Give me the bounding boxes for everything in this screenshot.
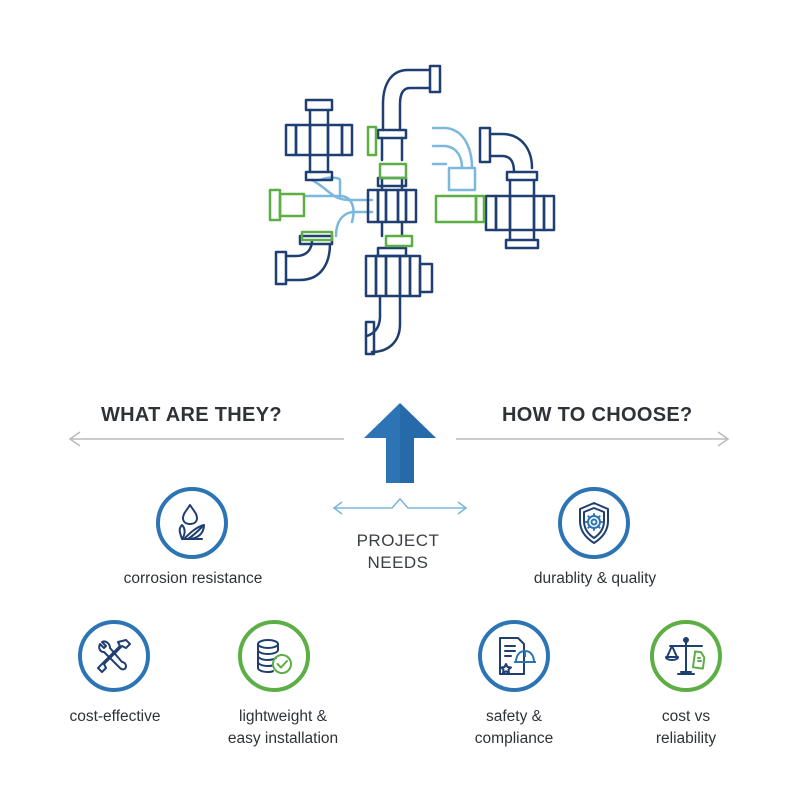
lightweight-label-line2: easy installation	[227, 730, 339, 747]
left-arrow	[68, 431, 344, 447]
project-needs-line1: PROJECT	[356, 531, 440, 550]
cost-vs-reliability-badge	[650, 620, 722, 692]
wrench-screwdriver-icon	[97, 639, 131, 673]
cost-vs-label-line2: reliability	[655, 730, 717, 747]
durability-label: durablity & quality	[533, 570, 657, 587]
what-are-they-heading: WHAT ARE THEY?	[101, 404, 282, 426]
how-to-choose-heading: HOW TO CHOOSE?	[502, 404, 693, 426]
balance-scale-price-tag-icon	[665, 637, 706, 675]
right-arrow	[456, 431, 730, 447]
up-arrow-icon	[364, 403, 436, 483]
cost-effective-label: cost-effective	[69, 708, 161, 725]
document-hardhat-icon	[499, 637, 536, 675]
pipe-fittings-illustration	[268, 64, 556, 356]
gear-shield-icon	[579, 502, 609, 544]
project-needs-line2: NEEDS	[367, 553, 429, 572]
light-blue-pipes	[303, 126, 477, 238]
stacked-coins-check-icon	[257, 639, 292, 674]
safety-label-line1: safety &	[486, 708, 542, 725]
durability-badge	[558, 487, 630, 559]
green-couplings	[268, 125, 486, 248]
corrosion-resistance-badge	[156, 487, 228, 559]
lightweight-label-line1: lightweight &	[239, 708, 327, 725]
water-drop-leaf-icon	[178, 504, 205, 540]
arrows-diagram	[68, 403, 730, 515]
corrosion-resistance-label: corrosion resistance	[123, 570, 263, 587]
cost-vs-label-line1: cost vs	[661, 708, 711, 725]
navy-pipes	[274, 64, 556, 356]
cost-effective-badge	[78, 620, 150, 692]
project-needs-bracket	[332, 497, 468, 515]
lightweight-badge	[238, 620, 310, 692]
safety-label-line2: compliance	[474, 730, 554, 747]
safety-badge	[478, 620, 550, 692]
